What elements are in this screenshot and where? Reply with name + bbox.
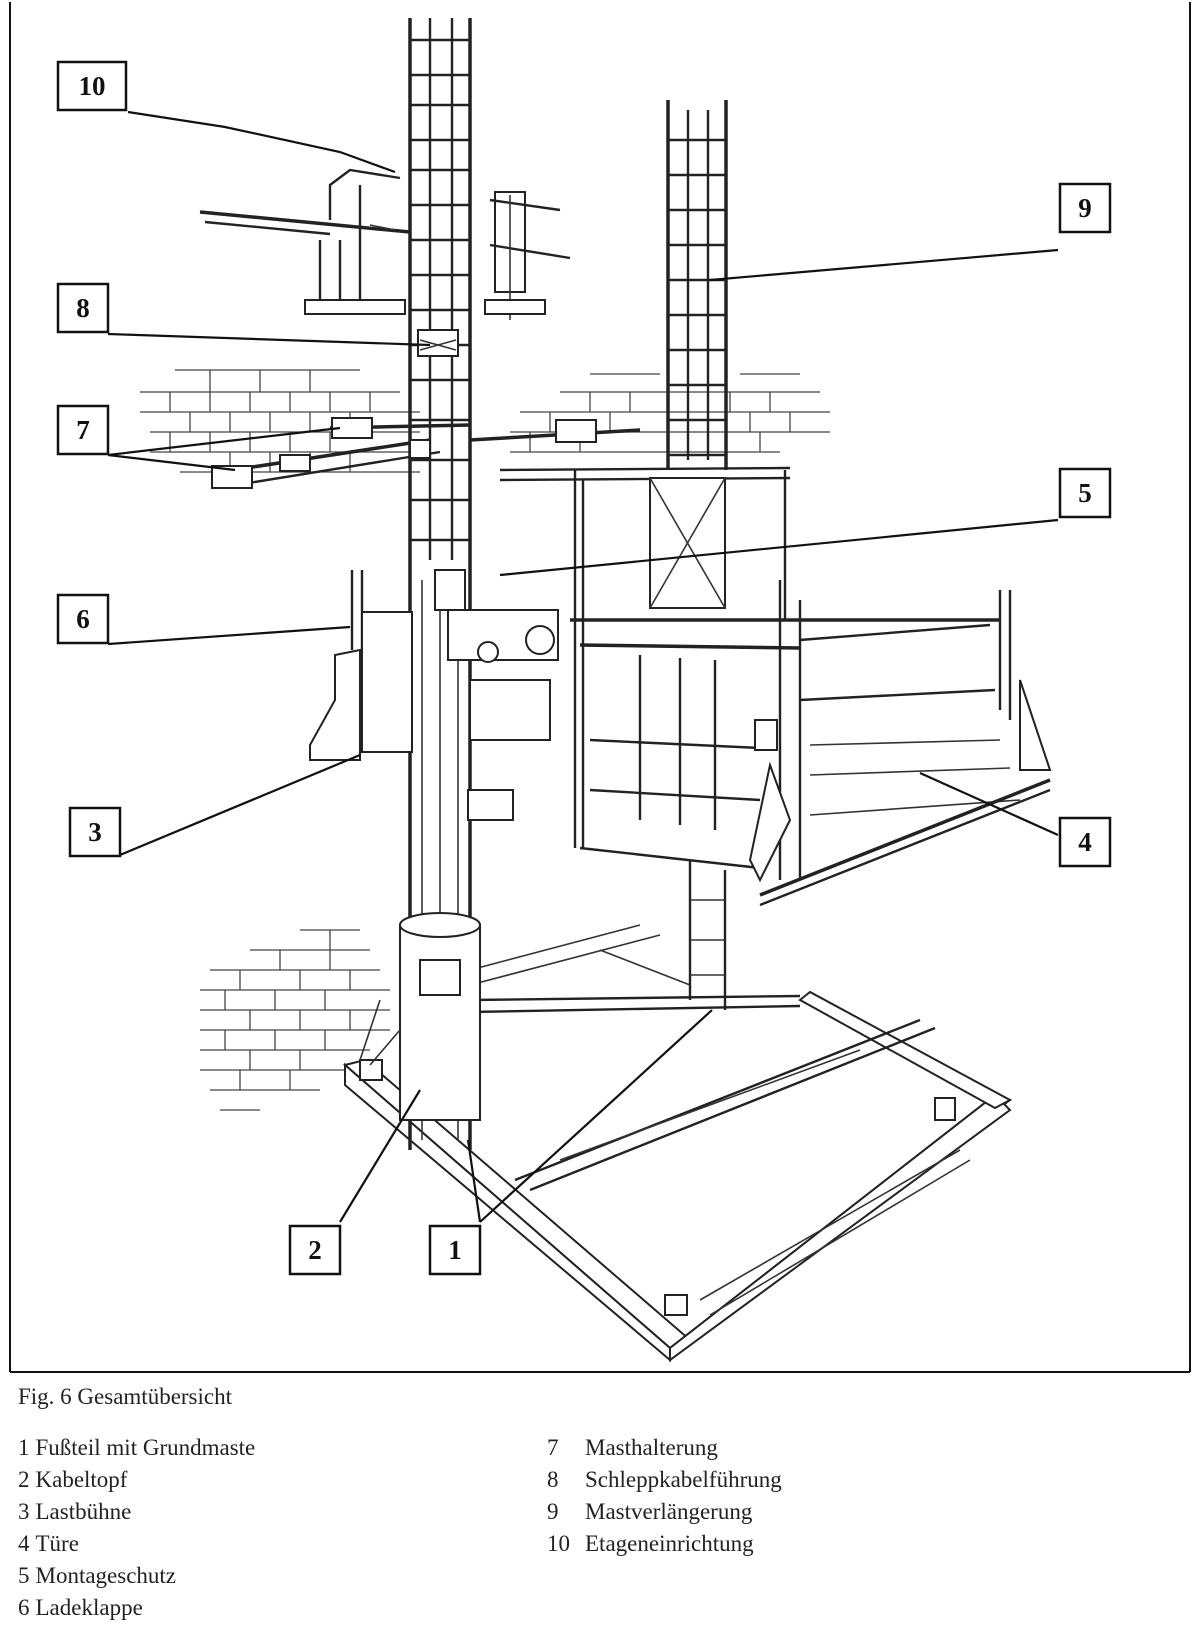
legend-item-text: Schleppkabelführung <box>585 1467 782 1492</box>
construction-hoist-diagram: 10 8 7 6 3 9 5 4 2 1 <box>9 2 1191 1373</box>
callout-3: 3 <box>68 806 122 858</box>
legend-item-number: 9 <box>547 1499 559 1524</box>
legend-item-text: Ladeklappe <box>35 1595 143 1620</box>
legend-item-text: Mastverlängerung <box>585 1499 753 1524</box>
leader-lines <box>107 110 1059 1223</box>
callout-7-label: 7 <box>76 415 90 445</box>
callout-9-label: 9 <box>1078 193 1092 223</box>
legend-item-text: Etageneinrichtung <box>585 1531 754 1556</box>
legend-item-number: 6 <box>18 1595 30 1620</box>
brick-wall-upper-left <box>140 369 420 473</box>
load-platform <box>499 466 1052 1010</box>
legend-item-text: Montageschutz <box>35 1563 177 1588</box>
drive-unit <box>434 569 559 821</box>
legend-item-text: Fußteil mit Grundmaste <box>35 1435 256 1460</box>
legend-item-number: 3 <box>18 1499 30 1524</box>
callout-2: 2 <box>288 1224 342 1276</box>
callout-1-label: 1 <box>448 1235 462 1265</box>
callout-7: 7 <box>56 404 110 456</box>
figure-caption: Fig. 6 Gesamtübersicht <box>18 1384 232 1409</box>
callout-9: 9 <box>1058 182 1112 234</box>
legend-item-number: 4 <box>18 1531 30 1556</box>
legend-item: 10 Etageneinrichtung <box>547 1528 782 1560</box>
legend-item: 7 Masthalterung <box>547 1432 782 1464</box>
figure-frame <box>9 2 1191 1373</box>
callout-4-label: 4 <box>1078 827 1092 857</box>
legend-item-number: 1 <box>18 1435 30 1460</box>
legend-item-text: Masthalterung <box>585 1435 718 1460</box>
callout-3-label: 3 <box>88 817 102 847</box>
callout-2-label: 2 <box>308 1235 322 1265</box>
callout-4: 4 <box>1058 816 1112 868</box>
callout-10-label: 10 <box>79 71 106 101</box>
legend-item-number: 5 <box>18 1563 30 1588</box>
legend-item-text: Lastbühne <box>35 1499 132 1524</box>
mast-extension <box>666 100 728 470</box>
brick-wall-lower-left <box>200 929 390 1111</box>
legend-item-number: 7 <box>547 1435 559 1460</box>
base-frame <box>342 924 1013 1363</box>
loading-flap <box>309 570 413 761</box>
legend-item-number: 8 <box>547 1467 559 1492</box>
cable-drum <box>359 912 481 1121</box>
legend-item-number: 2 <box>18 1467 30 1492</box>
floor-equipment <box>199 168 571 320</box>
callout-1: 1 <box>428 1224 482 1276</box>
legend-item-number: 10 <box>547 1531 570 1556</box>
callout-8: 8 <box>56 282 110 334</box>
cable-guide <box>417 329 459 357</box>
legend-item-text: Türe <box>35 1531 79 1556</box>
brick-wall-upper-right <box>510 373 830 453</box>
callout-10: 10 <box>56 60 128 112</box>
mast-ties <box>211 417 641 489</box>
callout-5-label: 5 <box>1078 478 1092 508</box>
callout-8-label: 8 <box>76 293 90 323</box>
callout-5: 5 <box>1058 467 1112 519</box>
legend-item: 9 Mastverlängerung <box>547 1496 782 1528</box>
callout-6-label: 6 <box>76 604 90 634</box>
callout-6: 6 <box>56 593 110 645</box>
legend-item: 8 Schleppkabelführung <box>547 1464 782 1496</box>
legend-item-text: Kabeltopf <box>35 1467 128 1492</box>
legend-right: 7 Masthalterung 8 Schleppkabelführung 9 Mas… <box>547 1432 782 1560</box>
